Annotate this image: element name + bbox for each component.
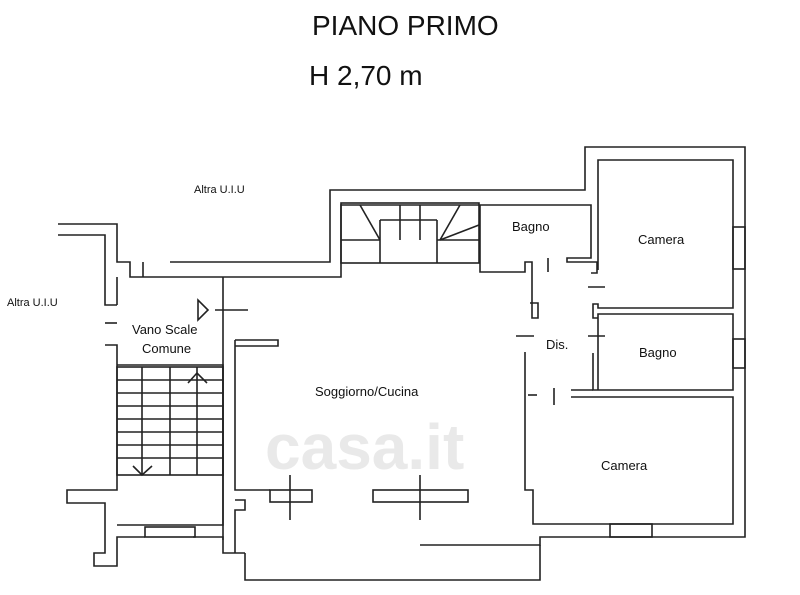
window bbox=[269, 489, 313, 503]
wall bbox=[170, 204, 480, 278]
label-camera-1: Camera bbox=[638, 232, 685, 247]
wall-bagno bbox=[479, 205, 539, 319]
label-camera-2: Camera bbox=[601, 458, 648, 473]
wall bbox=[244, 545, 541, 581]
wall bbox=[58, 234, 117, 306]
stair bbox=[340, 202, 480, 264]
wall bbox=[234, 340, 270, 491]
label-vano-scale: Vano Scale bbox=[132, 322, 198, 337]
label-dis: Dis. bbox=[546, 337, 569, 352]
stair-treads bbox=[117, 379, 223, 459]
watermark: casa.it bbox=[265, 411, 465, 483]
window bbox=[732, 338, 746, 369]
window bbox=[732, 226, 746, 270]
label-comune: Comune bbox=[142, 341, 192, 356]
label-bagno-2: Bagno bbox=[639, 345, 677, 360]
label-soggiorno-cucina: Soggiorno/Cucina bbox=[315, 384, 419, 399]
label-altra-uiu-top: Altra U.I.U bbox=[194, 184, 245, 196]
ceiling-height: H 2,70 m bbox=[309, 60, 423, 91]
wall bbox=[193, 536, 245, 554]
wall bbox=[170, 146, 746, 546]
page-title: PIANO PRIMO bbox=[312, 10, 499, 41]
wall bbox=[235, 339, 279, 347]
wall-camera bbox=[592, 159, 734, 319]
window bbox=[609, 523, 653, 538]
label-bagno-1: Bagno bbox=[512, 219, 550, 234]
label-altra-uiu-left: Altra U.I.U bbox=[7, 297, 58, 309]
wall bbox=[66, 344, 145, 567]
wall bbox=[234, 499, 246, 553]
window bbox=[144, 526, 196, 538]
wall bbox=[58, 223, 170, 278]
door-symbol bbox=[197, 298, 210, 322]
wall-camera2 bbox=[524, 352, 734, 525]
